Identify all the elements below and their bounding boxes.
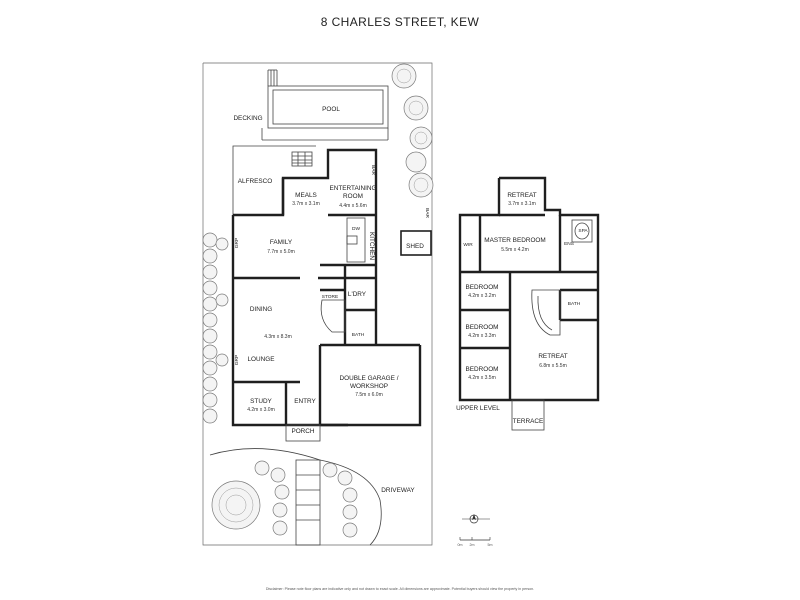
- property-boundary: [202, 62, 433, 546]
- bedroom-2-dim: 4.2m x 3.3m: [468, 333, 496, 339]
- garage-dim: 7.5m x 6.0m: [355, 392, 383, 398]
- entry-label: ENTRY: [294, 398, 316, 405]
- terrace-label: TERRACE: [513, 418, 544, 425]
- entertaining-label-2: ROOM: [343, 193, 363, 200]
- dining-dim: 4.3m x 8.3m: [264, 334, 292, 340]
- hedge-left: [202, 232, 229, 424]
- staircase-ground: [320, 299, 346, 333]
- bedroom-1-label: BEDROOM: [465, 284, 498, 291]
- retreat-top-label: RETREAT: [507, 192, 536, 199]
- grp-label-1: GRP: [234, 238, 240, 248]
- page-title: 8 CHARLES STREET, KEW: [321, 15, 480, 29]
- driveway-label: DRIVEWAY: [381, 487, 415, 494]
- dw-label: DW: [352, 226, 360, 232]
- front-garden: [209, 448, 382, 546]
- wir-label: WIR: [463, 242, 473, 248]
- study-dim: 4.2m x 3.0m: [247, 407, 275, 413]
- staircase-upper: [531, 289, 561, 336]
- dining-label: DINING: [250, 306, 272, 313]
- bedroom-3-label: BEDROOM: [465, 366, 498, 373]
- retreat-main-dim: 6.8m x 5.5m: [539, 363, 567, 369]
- kitchen-bench: [346, 217, 366, 263]
- ens-label: ENS: [564, 241, 574, 247]
- entertaining-label: ENTERTAINING: [330, 185, 377, 192]
- scale-tick-0: 0m: [458, 543, 463, 547]
- ground-walls: [231, 148, 422, 427]
- meals-dim: 3.7m x 3.1m: [292, 201, 320, 207]
- spa-label: SPA: [578, 228, 588, 234]
- retreat-main-label: RETREAT: [538, 353, 567, 360]
- alfresco-outline: [232, 145, 316, 215]
- decking-label: DECKING: [233, 115, 262, 122]
- terrace-outline: [511, 399, 545, 431]
- alfresco-label: ALFRESCO: [238, 178, 272, 185]
- garage-label: DOUBLE GARAGE /: [340, 375, 399, 382]
- shed-outline: [400, 230, 432, 256]
- upper-bath-label: BATH: [568, 301, 581, 307]
- laundry-label: L'DRY: [348, 291, 367, 298]
- store-label: STORE: [322, 294, 338, 300]
- pool-outline: [267, 85, 389, 129]
- upper-level-label: UPPER LEVEL: [456, 405, 500, 412]
- compass-icon: [462, 514, 490, 524]
- bar-label-2: BAR: [424, 208, 430, 218]
- retreat-top-dim: 3.7m x 3.1m: [508, 201, 536, 207]
- scale-tick-1: 2m: [470, 543, 475, 547]
- pool-label: POOL: [322, 106, 340, 113]
- pool-water: [272, 89, 384, 125]
- scale-bar: 0m 2m 5m: [458, 537, 493, 547]
- grp-label-2: GRP: [234, 355, 240, 365]
- porch-label: PORCH: [291, 428, 314, 435]
- lounge-label: LOUNGE: [248, 356, 275, 363]
- upper-walls: [458, 176, 600, 402]
- bedroom-2-label: BEDROOM: [465, 324, 498, 331]
- spa-tub: [571, 219, 593, 243]
- bath-label: BATH: [352, 332, 365, 338]
- disclaimer: Disclaimer: Please note floor plans are …: [266, 587, 534, 591]
- shed-label: SHED: [406, 243, 424, 250]
- master-bedroom-dim: 5.5m x 4.2m: [501, 247, 529, 253]
- master-bedroom-label: MASTER BEDROOM: [484, 237, 545, 244]
- bedroom-1-dim: 4.2m x 3.2m: [468, 293, 496, 299]
- porch-outline: [285, 424, 321, 442]
- kitchen-label: KITCHEN: [368, 232, 375, 260]
- garage-label-2: WORKSHOP: [350, 383, 388, 390]
- study-label: STUDY: [250, 398, 272, 405]
- bedroom-3-dim: 4.2m x 3.5m: [468, 375, 496, 381]
- entertaining-dim: 4.4m x 5.6m: [339, 203, 367, 209]
- bar-label: BAR: [370, 165, 376, 175]
- trees-right: [391, 63, 434, 198]
- bbq-brick: [291, 151, 313, 167]
- meals-label: MEALS: [295, 192, 317, 199]
- family-label: FAMILY: [270, 239, 293, 246]
- family-dim: 7.7m x 5.0m: [267, 249, 295, 255]
- pool-steps: [267, 69, 278, 86]
- scale-tick-2: 5m: [488, 543, 493, 547]
